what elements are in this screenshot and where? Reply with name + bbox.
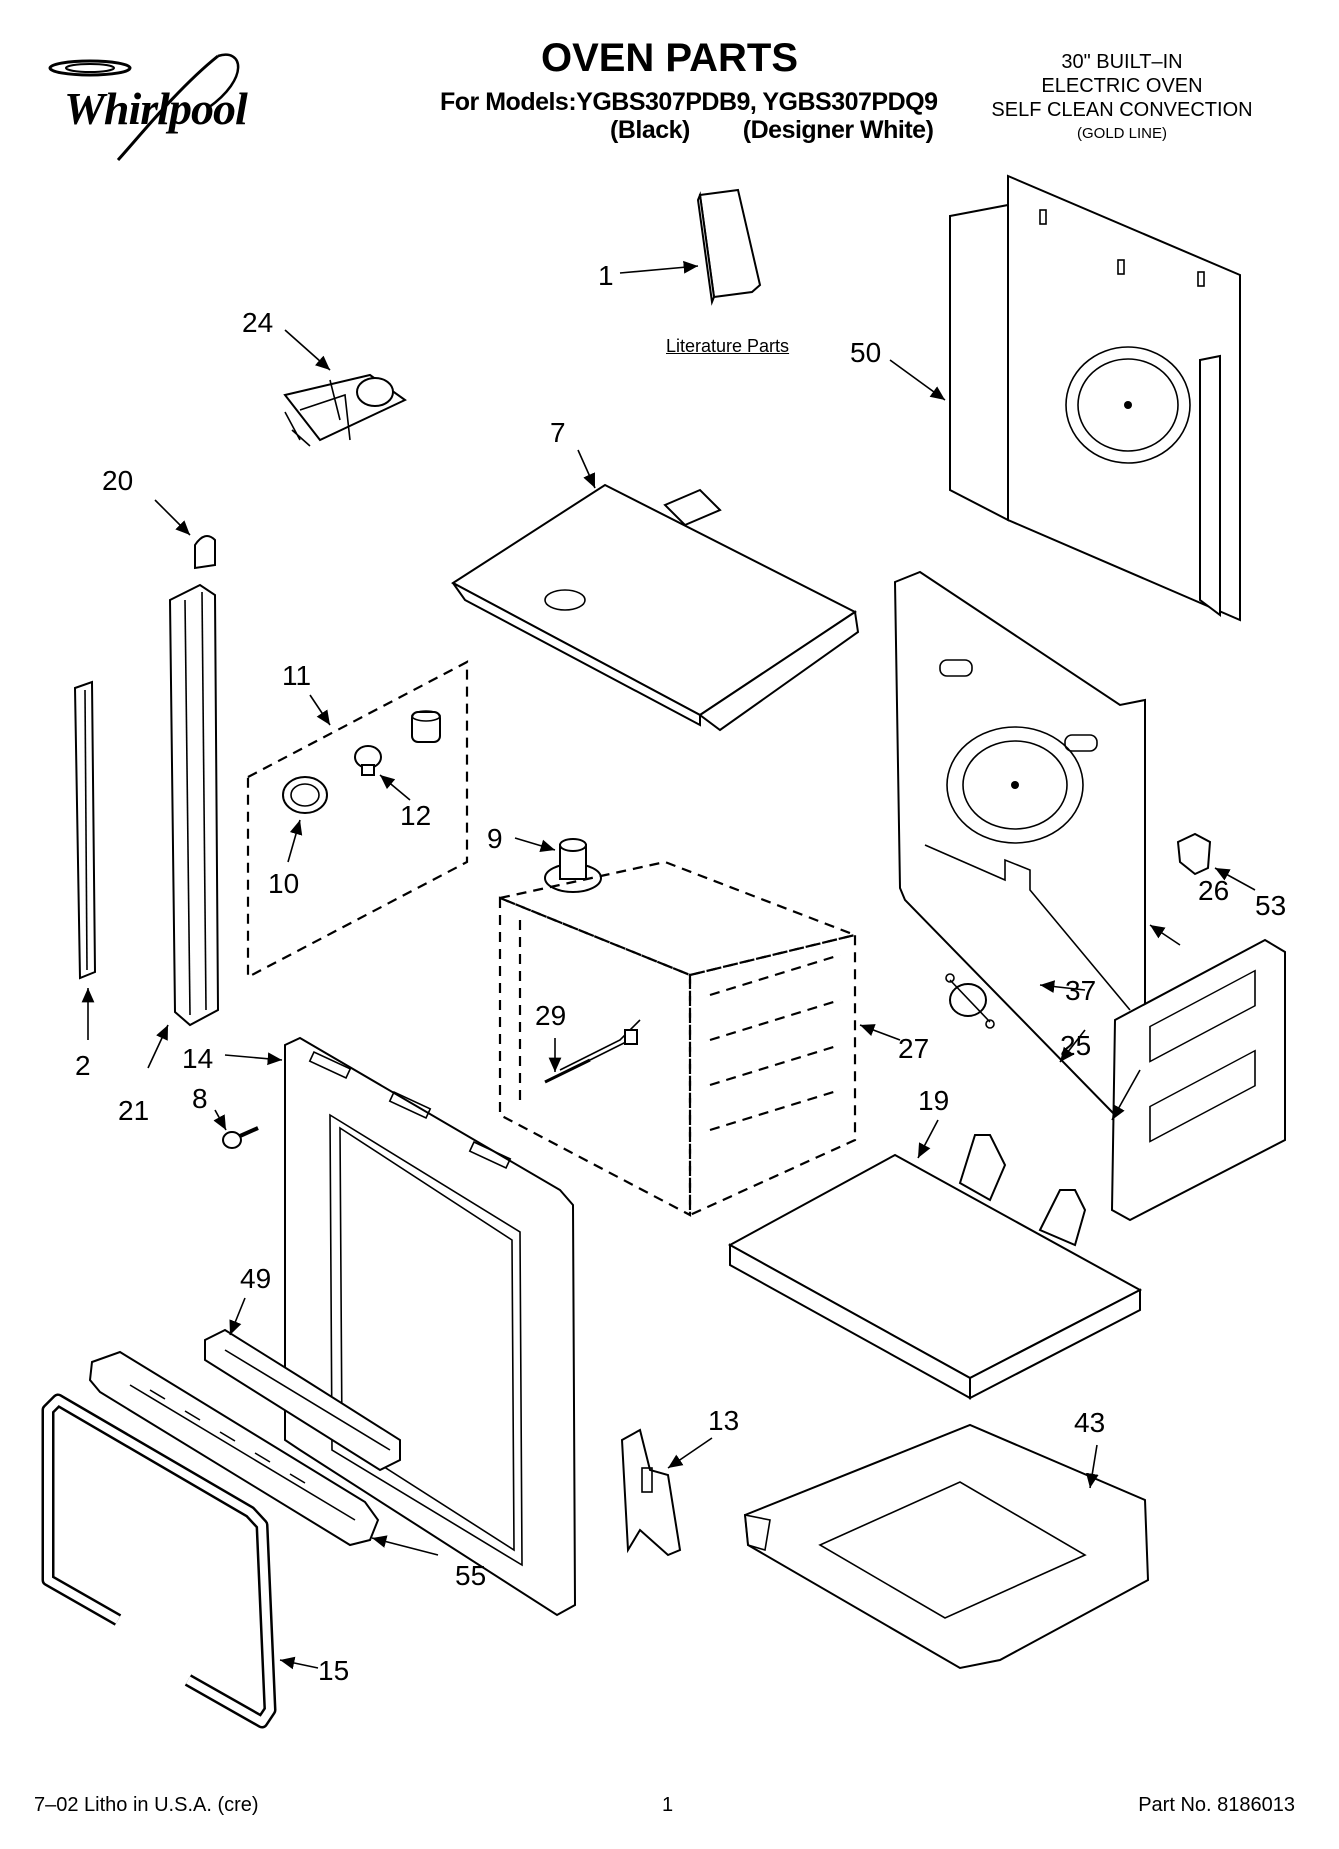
callout-15: 15	[318, 1655, 349, 1686]
callout-55: 55	[455, 1560, 486, 1591]
part-14-front-frame	[284, 1036, 577, 1617]
callout-numbers: 1 50 24 7 20 11 12 10 9 29 27 37 26 53 1…	[75, 260, 1286, 1686]
print-info: 7–02 Litho in U.S.A. (cre)	[34, 1794, 259, 1816]
literature-parts-label: Literature Parts	[666, 336, 790, 356]
part-49-bracket-bar	[204, 1328, 401, 1472]
part-26-back-frame	[893, 570, 1146, 1117]
variant-designer-white: (Designer White)	[742, 116, 934, 144]
callout-10: 10	[268, 868, 299, 899]
leader-lines	[81, 260, 1256, 1670]
part-43-bottom-pan	[743, 1423, 1150, 1670]
callout-12: 12	[400, 800, 431, 831]
part-21-side-trim	[168, 583, 220, 1027]
part-50-rear-panel	[949, 174, 1241, 622]
part-19-insulation	[727, 1134, 1143, 1400]
model-variants: (Black) (Designer White)	[610, 116, 934, 145]
part-55-vent-trim	[88, 1350, 380, 1547]
part-9-element	[544, 838, 602, 893]
callout-1: 1	[598, 260, 614, 291]
spec-line: SELF CLEAN CONVECTION	[991, 99, 1253, 121]
part-13-bracket	[620, 1428, 682, 1557]
callout-20: 20	[102, 465, 133, 496]
callout-29: 29	[535, 1000, 566, 1031]
callout-21: 21	[118, 1095, 149, 1126]
part-2-trim-strip	[73, 680, 97, 980]
product-spec: 30" BUILT–IN ELECTRIC OVEN SELF CLEAN CO…	[957, 50, 1287, 146]
callout-37: 37	[1065, 975, 1096, 1006]
part-29-sensor	[544, 1029, 638, 1084]
callout-53: 53	[1255, 890, 1286, 921]
callout-25: 25	[1060, 1030, 1091, 1061]
callout-43: 43	[1074, 1407, 1105, 1438]
part-37-thermal-cutoff	[945, 973, 995, 1029]
page-title: OVEN PARTS	[540, 36, 799, 80]
callout-49: 49	[240, 1263, 271, 1294]
callout-9: 9	[487, 823, 503, 854]
callout-8: 8	[192, 1083, 208, 1114]
callout-11: 11	[282, 660, 311, 691]
callout-7: 7	[550, 417, 566, 448]
callout-14: 14	[182, 1043, 213, 1074]
callout-26: 26	[1198, 875, 1229, 906]
spec-line-small: (GOLD LINE)	[1076, 125, 1167, 142]
spec-line: ELECTRIC OVEN	[1041, 75, 1203, 97]
callout-50: 50	[850, 337, 881, 368]
callout-24: 24	[242, 307, 273, 338]
part-7-top-panel	[451, 483, 860, 732]
variant-black: (Black)	[610, 116, 690, 144]
part-53-clip	[1176, 832, 1212, 876]
callout-2: 2	[75, 1050, 91, 1081]
brand-wordmark: Whirlpool	[64, 83, 248, 134]
part-8-screw	[222, 1126, 259, 1149]
part-number: Part No. 8186013	[1138, 1794, 1295, 1816]
spec-line: 30" BUILT–IN	[1061, 51, 1183, 73]
callout-13: 13	[708, 1405, 739, 1436]
part-15-door-gasket-inner	[44, 1396, 274, 1726]
part-11-lamp-kit	[246, 660, 469, 979]
logo-swirl-icon	[48, 53, 240, 162]
part-1-literature	[696, 188, 762, 306]
part-24-control-assembly	[283, 373, 407, 447]
part-25-side-panel	[1110, 938, 1286, 1222]
callout-19: 19	[918, 1085, 949, 1116]
part-27-oven-cavity	[496, 860, 859, 1217]
page-number: 1	[662, 1794, 674, 1816]
callout-27: 27	[898, 1033, 929, 1064]
models-line: For Models:YGBS307PDB9, YGBS307PDQ9	[440, 88, 938, 116]
whirlpool-logo: Whirlpool	[28, 48, 278, 168]
part-20-cap	[194, 535, 216, 570]
